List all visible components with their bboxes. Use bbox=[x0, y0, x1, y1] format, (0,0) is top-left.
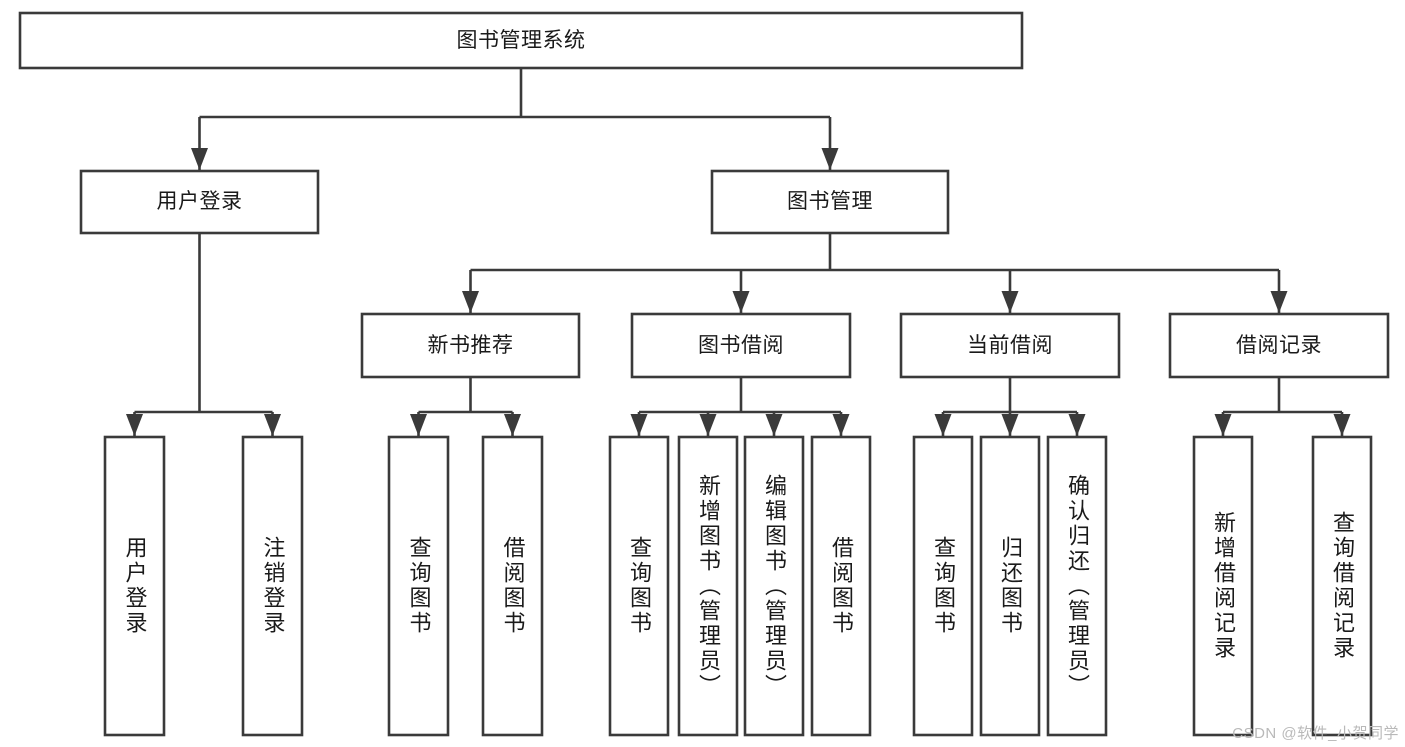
node-book-borrow[interactable] bbox=[630, 312, 852, 379]
edge-current-borrow-arrow-2 bbox=[1068, 414, 1086, 436]
node-leaf-return-book[interactable] bbox=[979, 435, 1041, 737]
edge-book-manage-arrow-2 bbox=[1001, 291, 1019, 313]
edge-book-borrow-arrow-0 bbox=[630, 414, 648, 436]
edge-book-manage-arrow-3 bbox=[1270, 291, 1288, 313]
node-box-layer bbox=[18, 11, 1390, 737]
edge-new-book-recommend-arrow-0 bbox=[410, 414, 427, 436]
edge-book-borrow-arrow-3 bbox=[832, 414, 850, 436]
node-borrow-record[interactable] bbox=[1168, 312, 1390, 379]
node-root[interactable] bbox=[18, 11, 1024, 70]
edge-book-borrow-arrow-2 bbox=[765, 414, 783, 436]
edge-book-manage-arrow-0 bbox=[462, 291, 479, 313]
edge-user-login-arrow-0 bbox=[126, 414, 143, 436]
node-leaf-borrow-book-2[interactable] bbox=[810, 435, 872, 737]
edge-book-manage-arrow-1 bbox=[732, 291, 750, 313]
node-leaf-user-login[interactable] bbox=[103, 435, 166, 737]
node-leaf-query-borrow-record[interactable] bbox=[1311, 435, 1373, 737]
edge-root-arrow-1 bbox=[821, 148, 839, 170]
edge-new-book-recommend-arrow-1 bbox=[504, 414, 521, 436]
node-new-book-recommend[interactable] bbox=[360, 312, 581, 379]
edge-current-borrow-arrow-1 bbox=[1001, 414, 1019, 436]
node-current-borrow[interactable] bbox=[899, 312, 1121, 379]
connector-layer bbox=[126, 68, 1351, 436]
edge-borrow-record-arrow-0 bbox=[1214, 414, 1232, 436]
node-leaf-borrow-book-1[interactable] bbox=[481, 435, 544, 737]
node-user-login[interactable] bbox=[79, 169, 320, 235]
edge-current-borrow-arrow-0 bbox=[934, 414, 952, 436]
watermark-text: CSDN @软件_小贺同学 bbox=[1232, 725, 1399, 742]
node-leaf-query-book-3[interactable] bbox=[912, 435, 974, 737]
edge-user-login-arrow-1 bbox=[264, 414, 281, 436]
edge-root-arrow-0 bbox=[191, 148, 208, 170]
node-book-manage[interactable] bbox=[710, 169, 950, 235]
node-leaf-user-logout[interactable] bbox=[241, 435, 304, 737]
node-leaf-add-book[interactable] bbox=[677, 435, 739, 737]
node-leaf-edit-book[interactable] bbox=[743, 435, 805, 737]
edge-borrow-record-arrow-1 bbox=[1333, 414, 1351, 436]
node-leaf-confirm-return[interactable] bbox=[1046, 435, 1108, 737]
node-leaf-query-book-1[interactable] bbox=[387, 435, 450, 737]
node-leaf-add-borrow-record[interactable] bbox=[1192, 435, 1254, 737]
edge-book-borrow-arrow-1 bbox=[699, 414, 717, 436]
node-leaf-query-book-2[interactable] bbox=[608, 435, 670, 737]
